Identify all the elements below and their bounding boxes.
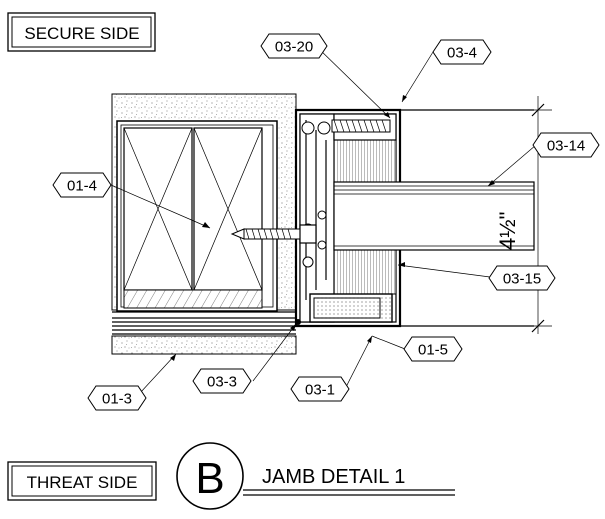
dimension-4-5-inch: 4½" bbox=[495, 96, 552, 334]
tag-03-14: 03-14 bbox=[532, 132, 600, 158]
svg-text:03-20: 03-20 bbox=[275, 39, 313, 56]
svg-text:01-3: 01-3 bbox=[102, 391, 132, 408]
svg-text:03-3: 03-3 bbox=[207, 374, 237, 391]
svg-text:SECURE SIDE: SECURE SIDE bbox=[24, 24, 139, 43]
lag-screw-icon bbox=[230, 224, 317, 244]
tag-03-1: 03-1 bbox=[290, 376, 350, 402]
tag-03-20: 03-20 bbox=[260, 33, 328, 59]
tag-01-5: 01-5 bbox=[403, 336, 463, 362]
svg-text:01-5: 01-5 bbox=[418, 342, 448, 359]
svg-text:03-15: 03-15 bbox=[503, 271, 541, 288]
door-panel bbox=[333, 109, 535, 327]
svg-text:03-14: 03-14 bbox=[547, 138, 585, 155]
jamb-frame bbox=[230, 108, 402, 328]
tag-03-4: 03-4 bbox=[432, 39, 492, 65]
detail-title: JAMB DETAIL 1 bbox=[262, 466, 405, 488]
svg-text:THREAT SIDE: THREAT SIDE bbox=[27, 473, 138, 492]
svg-text:03-1: 03-1 bbox=[305, 382, 335, 399]
tag-03-3: 03-3 bbox=[192, 368, 252, 394]
threat-side-label: THREAT SIDE bbox=[7, 461, 157, 501]
dimension-text: 4½" bbox=[495, 212, 520, 250]
detail-callout: B JAMB DETAIL 1 bbox=[176, 442, 455, 510]
svg-text:B: B bbox=[195, 454, 224, 503]
screw-top-icon bbox=[331, 119, 391, 133]
tag-01-3: 01-3 bbox=[87, 385, 147, 411]
tag-01-4: 01-4 bbox=[52, 172, 112, 198]
secure-side-label: SECURE SIDE bbox=[7, 12, 156, 52]
svg-text:03-4: 03-4 bbox=[447, 45, 477, 62]
tag-03-15: 03-15 bbox=[488, 265, 556, 291]
wall-assembly bbox=[111, 93, 297, 355]
svg-text:01-4: 01-4 bbox=[67, 178, 97, 195]
leader-lines bbox=[110, 45, 537, 394]
